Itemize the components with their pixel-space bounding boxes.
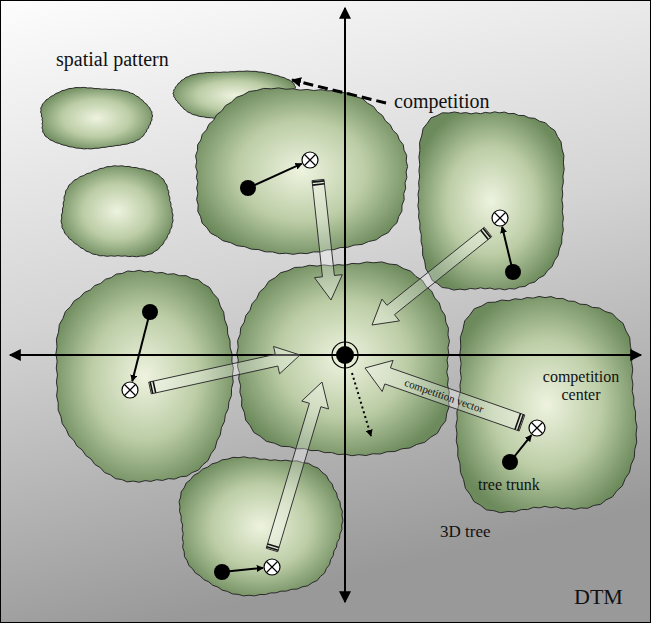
y-axis [344, 8, 346, 602]
tree-trunk [502, 454, 518, 470]
center-circle [529, 420, 545, 436]
dtm-label: DTM [574, 584, 623, 609]
center-cross [305, 155, 316, 166]
center-cross [495, 213, 506, 224]
x-axis [10, 354, 641, 356]
competition-vector-arrow [312, 179, 342, 300]
tree-crowns [41, 71, 637, 596]
vector-tail-bar [268, 544, 280, 547]
competition-vector-arrow [266, 382, 328, 552]
competition-vector-arrow [372, 227, 492, 325]
competition-center-symbol [302, 152, 318, 168]
tree-crown [196, 88, 408, 254]
competition-center-symbol [529, 420, 545, 436]
tree-trunk [336, 346, 354, 364]
competition-vector-arrow [149, 346, 300, 393]
trunk-label: tree trunk [478, 476, 540, 494]
center-cross [532, 423, 543, 434]
competition-center-symbol [264, 559, 280, 575]
competition-label: competition [394, 90, 490, 113]
tree-crown [41, 87, 153, 149]
tree-crown [179, 457, 343, 596]
pattern-label: spatial pattern [56, 48, 169, 71]
tree-trunk [214, 564, 230, 580]
center-circle [492, 210, 508, 226]
vector-tail-bar [153, 381, 156, 393]
center-label: competition center [536, 368, 626, 405]
center-ring [332, 342, 358, 368]
vector-tail-bar [483, 228, 491, 237]
trunks [122, 152, 545, 580]
competition-vector-arrow [365, 360, 525, 431]
center-circle [264, 559, 280, 575]
competition-vectors [149, 179, 525, 551]
competition-center-symbol [122, 382, 138, 398]
tree-trunk [240, 180, 256, 196]
vector-tail-bar [312, 181, 324, 182]
vector-tail-bar [515, 413, 521, 429]
dotted-arrow [352, 373, 371, 436]
center-circle [122, 382, 138, 398]
dashed-arrow [292, 80, 386, 103]
tree-label: 3D tree [440, 522, 491, 542]
center-circle [302, 152, 318, 168]
vector-tail-bar [481, 230, 489, 239]
vector-tail-bar [313, 184, 325, 185]
center-cross [125, 385, 136, 396]
center-cross [267, 562, 278, 573]
axes [10, 8, 641, 602]
tree-trunk [505, 264, 521, 280]
shift-arrow [248, 164, 302, 188]
shift-arrow [132, 312, 150, 381]
tree-crown [61, 166, 173, 257]
tree-trunk [142, 304, 158, 320]
competition-center-symbol [492, 210, 508, 226]
vector-tail-bar [150, 382, 153, 394]
